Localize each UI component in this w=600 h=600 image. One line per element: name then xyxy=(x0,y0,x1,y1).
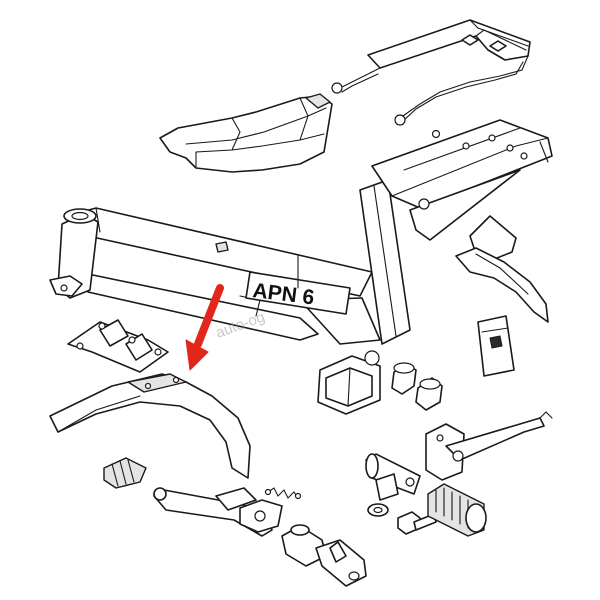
brake-pedal[interactable] xyxy=(153,487,283,537)
pointer-arrow xyxy=(185,284,224,371)
decal-sticker[interactable] xyxy=(477,315,515,377)
bushing-left[interactable] xyxy=(391,362,417,395)
return-spring[interactable] xyxy=(264,487,302,500)
main-frame[interactable] xyxy=(49,119,553,415)
footrest-rubber[interactable] xyxy=(427,483,487,537)
kickstand[interactable] xyxy=(425,411,553,481)
engine-mount-bracket[interactable] xyxy=(67,319,169,373)
rear-rack[interactable] xyxy=(331,19,531,126)
seat-base-cover[interactable] xyxy=(159,93,333,173)
footpeg-pivot[interactable] xyxy=(365,453,421,501)
pedal-rubber[interactable] xyxy=(103,457,147,489)
rear-fender[interactable] xyxy=(49,373,251,479)
washer[interactable] xyxy=(367,503,389,517)
brake-linkage[interactable] xyxy=(281,524,367,587)
mudflap-bracket[interactable] xyxy=(455,215,549,323)
bushing-right[interactable] xyxy=(415,377,443,411)
